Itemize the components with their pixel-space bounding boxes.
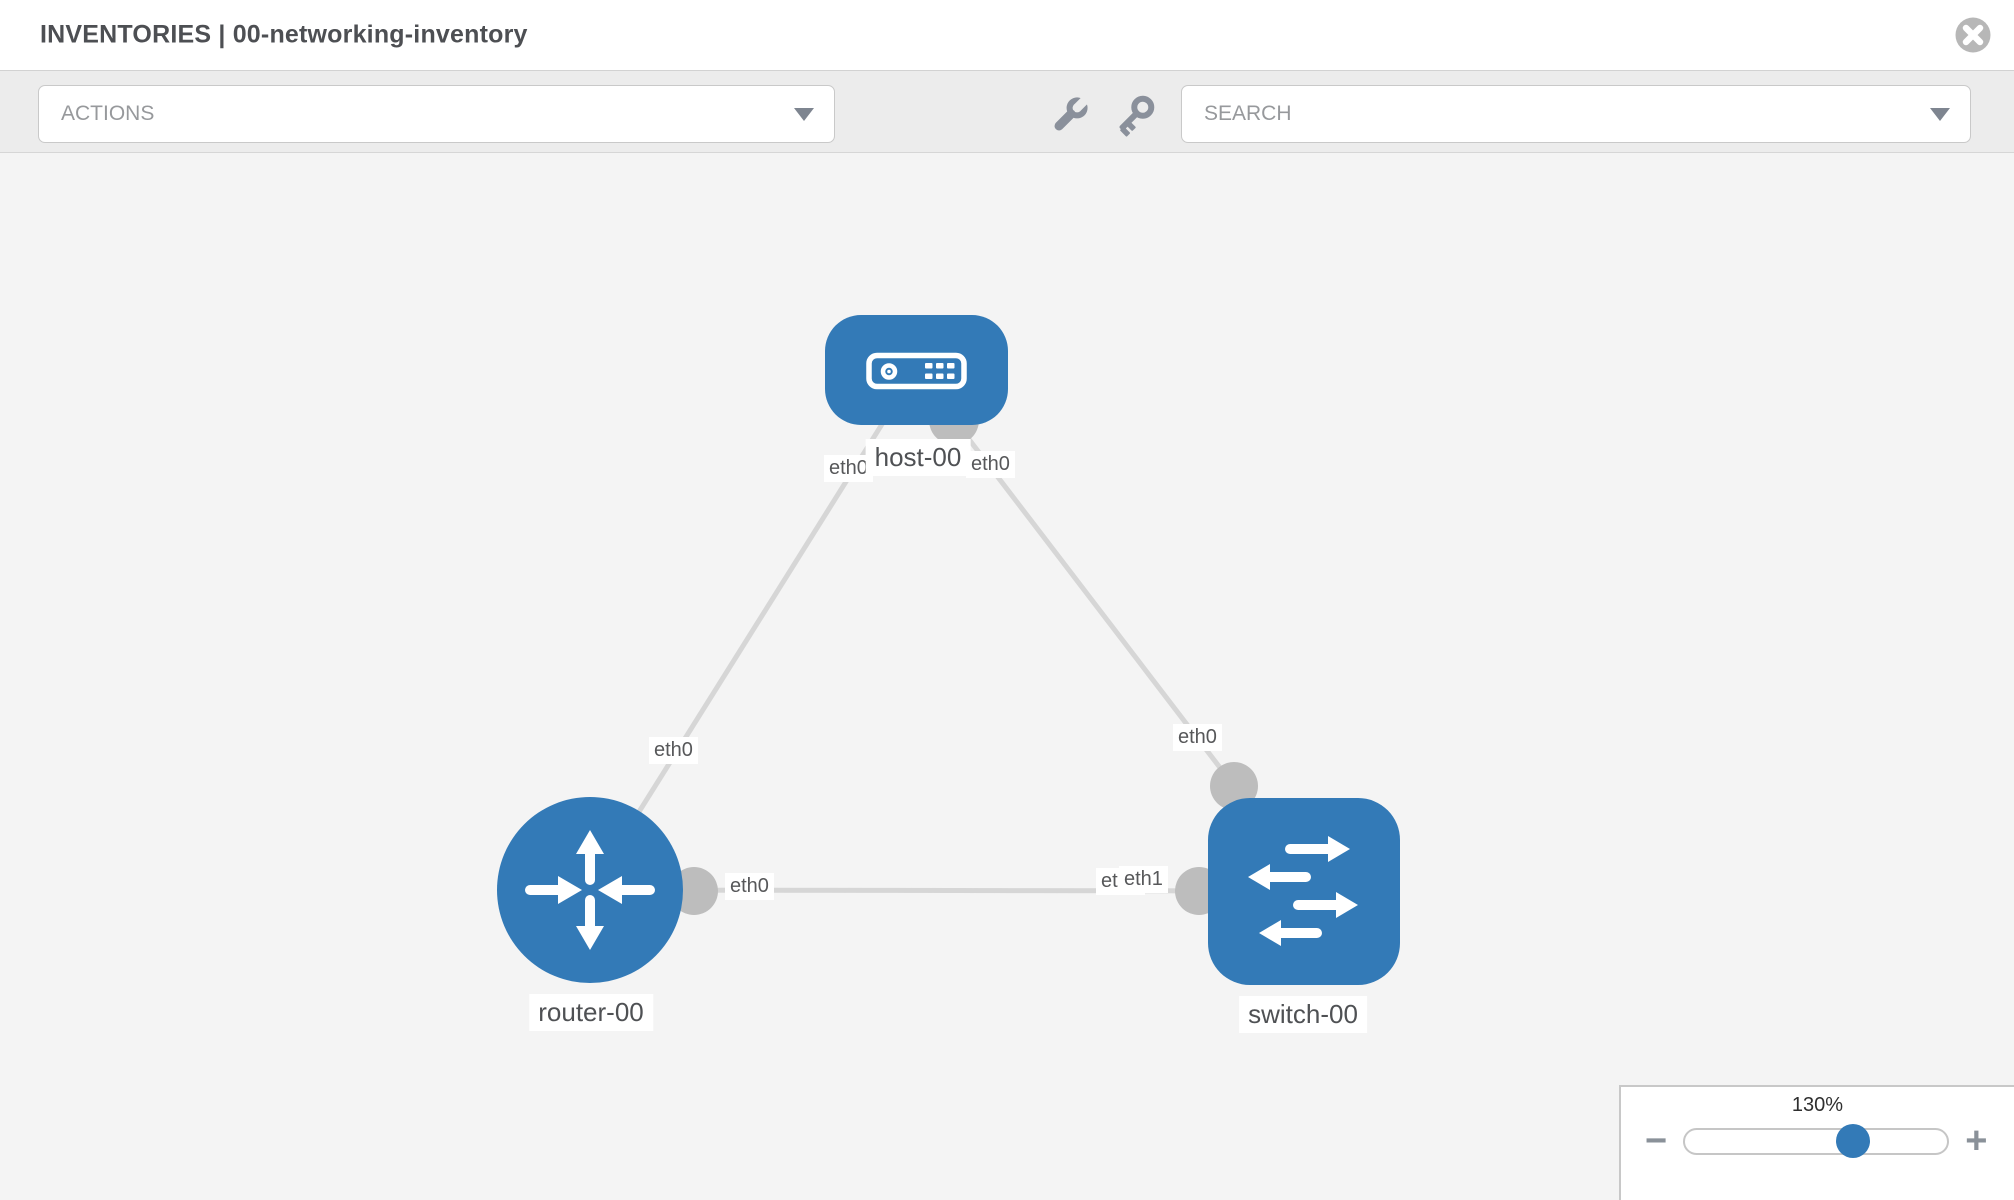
node-label-router: router-00 [529, 994, 653, 1031]
interface-label-host-left: eth0 [824, 455, 873, 482]
actions-dropdown-label: ACTIONS [61, 102, 155, 125]
interface-point-switch-top[interactable] [1210, 762, 1258, 810]
page-title: INVENTORIES | 00-networking-inventory [40, 20, 528, 49]
node-label-switch: switch-00 [1239, 996, 1367, 1033]
credentials-button[interactable] [1113, 93, 1157, 137]
interface-label-switch-left-front: eth1 [1119, 866, 1168, 893]
zoom-in-button[interactable]: + [1965, 1120, 1988, 1162]
zoom-out-button[interactable]: − [1645, 1120, 1668, 1162]
wrench-icon [1054, 94, 1091, 131]
close-button[interactable] [1953, 15, 1993, 55]
actions-dropdown[interactable]: ACTIONS [38, 85, 835, 143]
key-icon [1119, 95, 1155, 137]
node-host[interactable] [825, 315, 1008, 425]
configure-button[interactable] [1048, 93, 1092, 137]
node-label-host: host-00 [865, 439, 971, 476]
search-dropdown[interactable]: SEARCH [1181, 85, 1971, 143]
toolbar: ACTIONS SEARCH [0, 70, 2014, 153]
search-placeholder: SEARCH [1204, 102, 1292, 125]
chevron-down-icon [1930, 108, 1950, 121]
zoom-slider[interactable] [1683, 1124, 1950, 1158]
chevron-down-icon [794, 108, 814, 121]
interface-label-router-top: eth0 [649, 737, 698, 764]
page-header: INVENTORIES | 00-networking-inventory [0, 0, 2014, 70]
zoom-slider-thumb[interactable] [1835, 1124, 1870, 1158]
zoom-level-value: 130% [1791, 1094, 1844, 1116]
node-switch[interactable] [1208, 798, 1400, 985]
node-router[interactable] [497, 797, 683, 983]
interface-label-router-right: eth0 [725, 873, 774, 900]
router-arrows-icon [525, 830, 655, 950]
server-icon [866, 352, 967, 390]
topology-canvas[interactable] [0, 153, 2014, 1200]
switch-arrows-icon [1248, 836, 1358, 946]
x-circle-icon [1955, 17, 1991, 53]
zoom-panel: 130% − + [1619, 1085, 2014, 1200]
interface-label-host-right: eth0 [966, 451, 1015, 478]
interface-label-switch-top: eth0 [1173, 724, 1222, 751]
